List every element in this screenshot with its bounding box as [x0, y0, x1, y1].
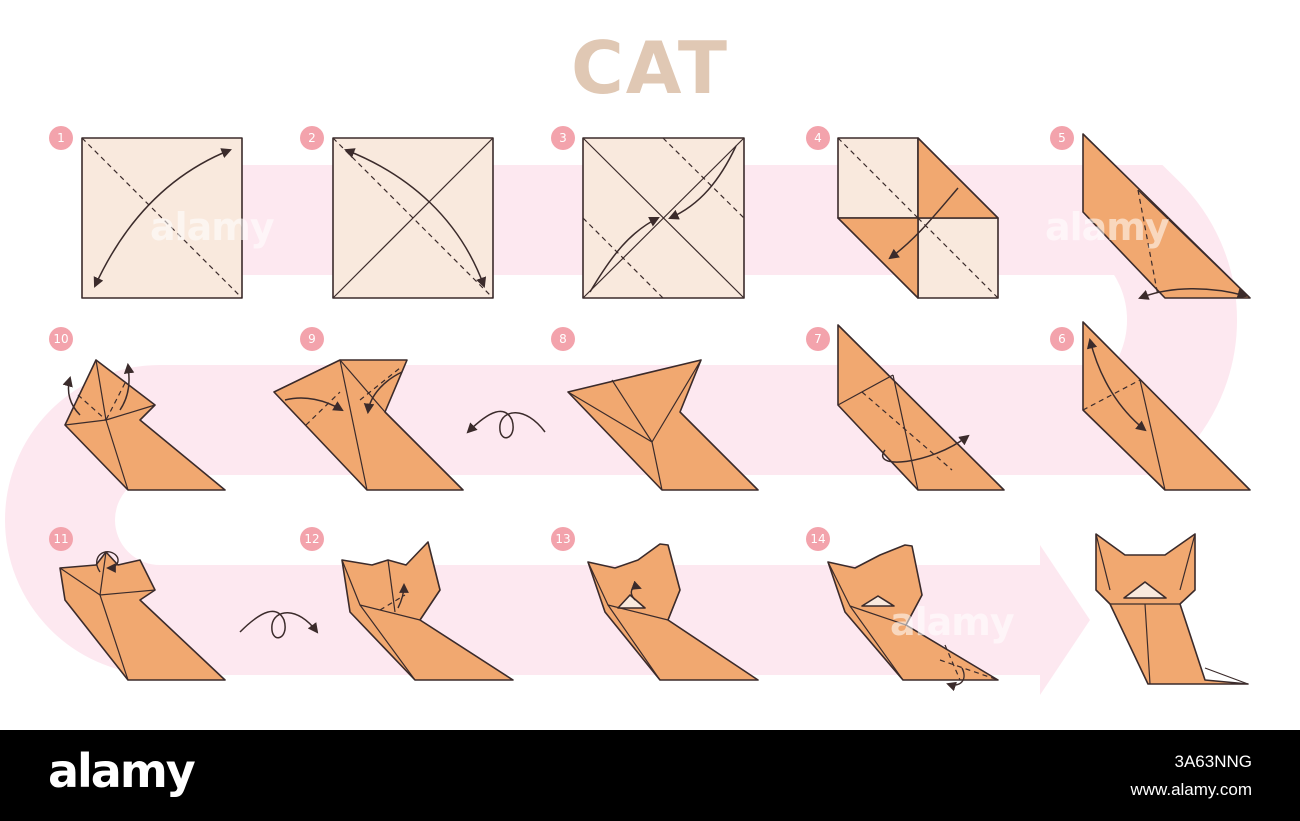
step-2-figure [332, 137, 494, 299]
step-badge: 10 [49, 327, 73, 351]
step-badge: 11 [49, 527, 73, 551]
step-8-figure [567, 359, 759, 491]
finished-cat-figure [1095, 533, 1249, 685]
footer-bar: alamy 3A63NNG www.alamy.com [0, 730, 1300, 821]
step-badge: 1 [49, 126, 73, 150]
step-7-figure [837, 324, 1005, 491]
step-11-figure [59, 551, 226, 681]
step-6-figure [1082, 321, 1251, 491]
step-badge: 13 [551, 527, 575, 551]
flip-over-icon [239, 610, 319, 639]
step-3-figure [582, 137, 745, 299]
origami-diagram [5, 133, 1251, 695]
step-10-figure [62, 359, 226, 491]
step-5-figure [1082, 133, 1251, 300]
step-badge: 5 [1050, 126, 1074, 150]
step-14-figure [827, 544, 999, 692]
image-id: 3A63NNG [1174, 752, 1252, 771]
flip-over-icon [466, 410, 546, 439]
step-1-figure [81, 137, 243, 299]
footer-logo: alamy [48, 744, 196, 798]
step-badge: 2 [300, 126, 324, 150]
step-12-figure [341, 541, 514, 681]
step-4-figure [837, 137, 999, 299]
step-badge: 14 [806, 527, 830, 551]
step-badge: 9 [300, 327, 324, 351]
step-badge: 8 [551, 327, 575, 351]
step-badge: 3 [551, 126, 575, 150]
site-url[interactable]: www.alamy.com [1130, 780, 1252, 799]
step-badge: 7 [806, 327, 830, 351]
step-13-figure [587, 543, 759, 681]
step-badge: 12 [300, 527, 324, 551]
page-title: CAT [570, 26, 730, 110]
step-badge: 6 [1050, 327, 1074, 351]
step-9-figure [273, 359, 464, 491]
step-badge: 4 [806, 126, 830, 150]
